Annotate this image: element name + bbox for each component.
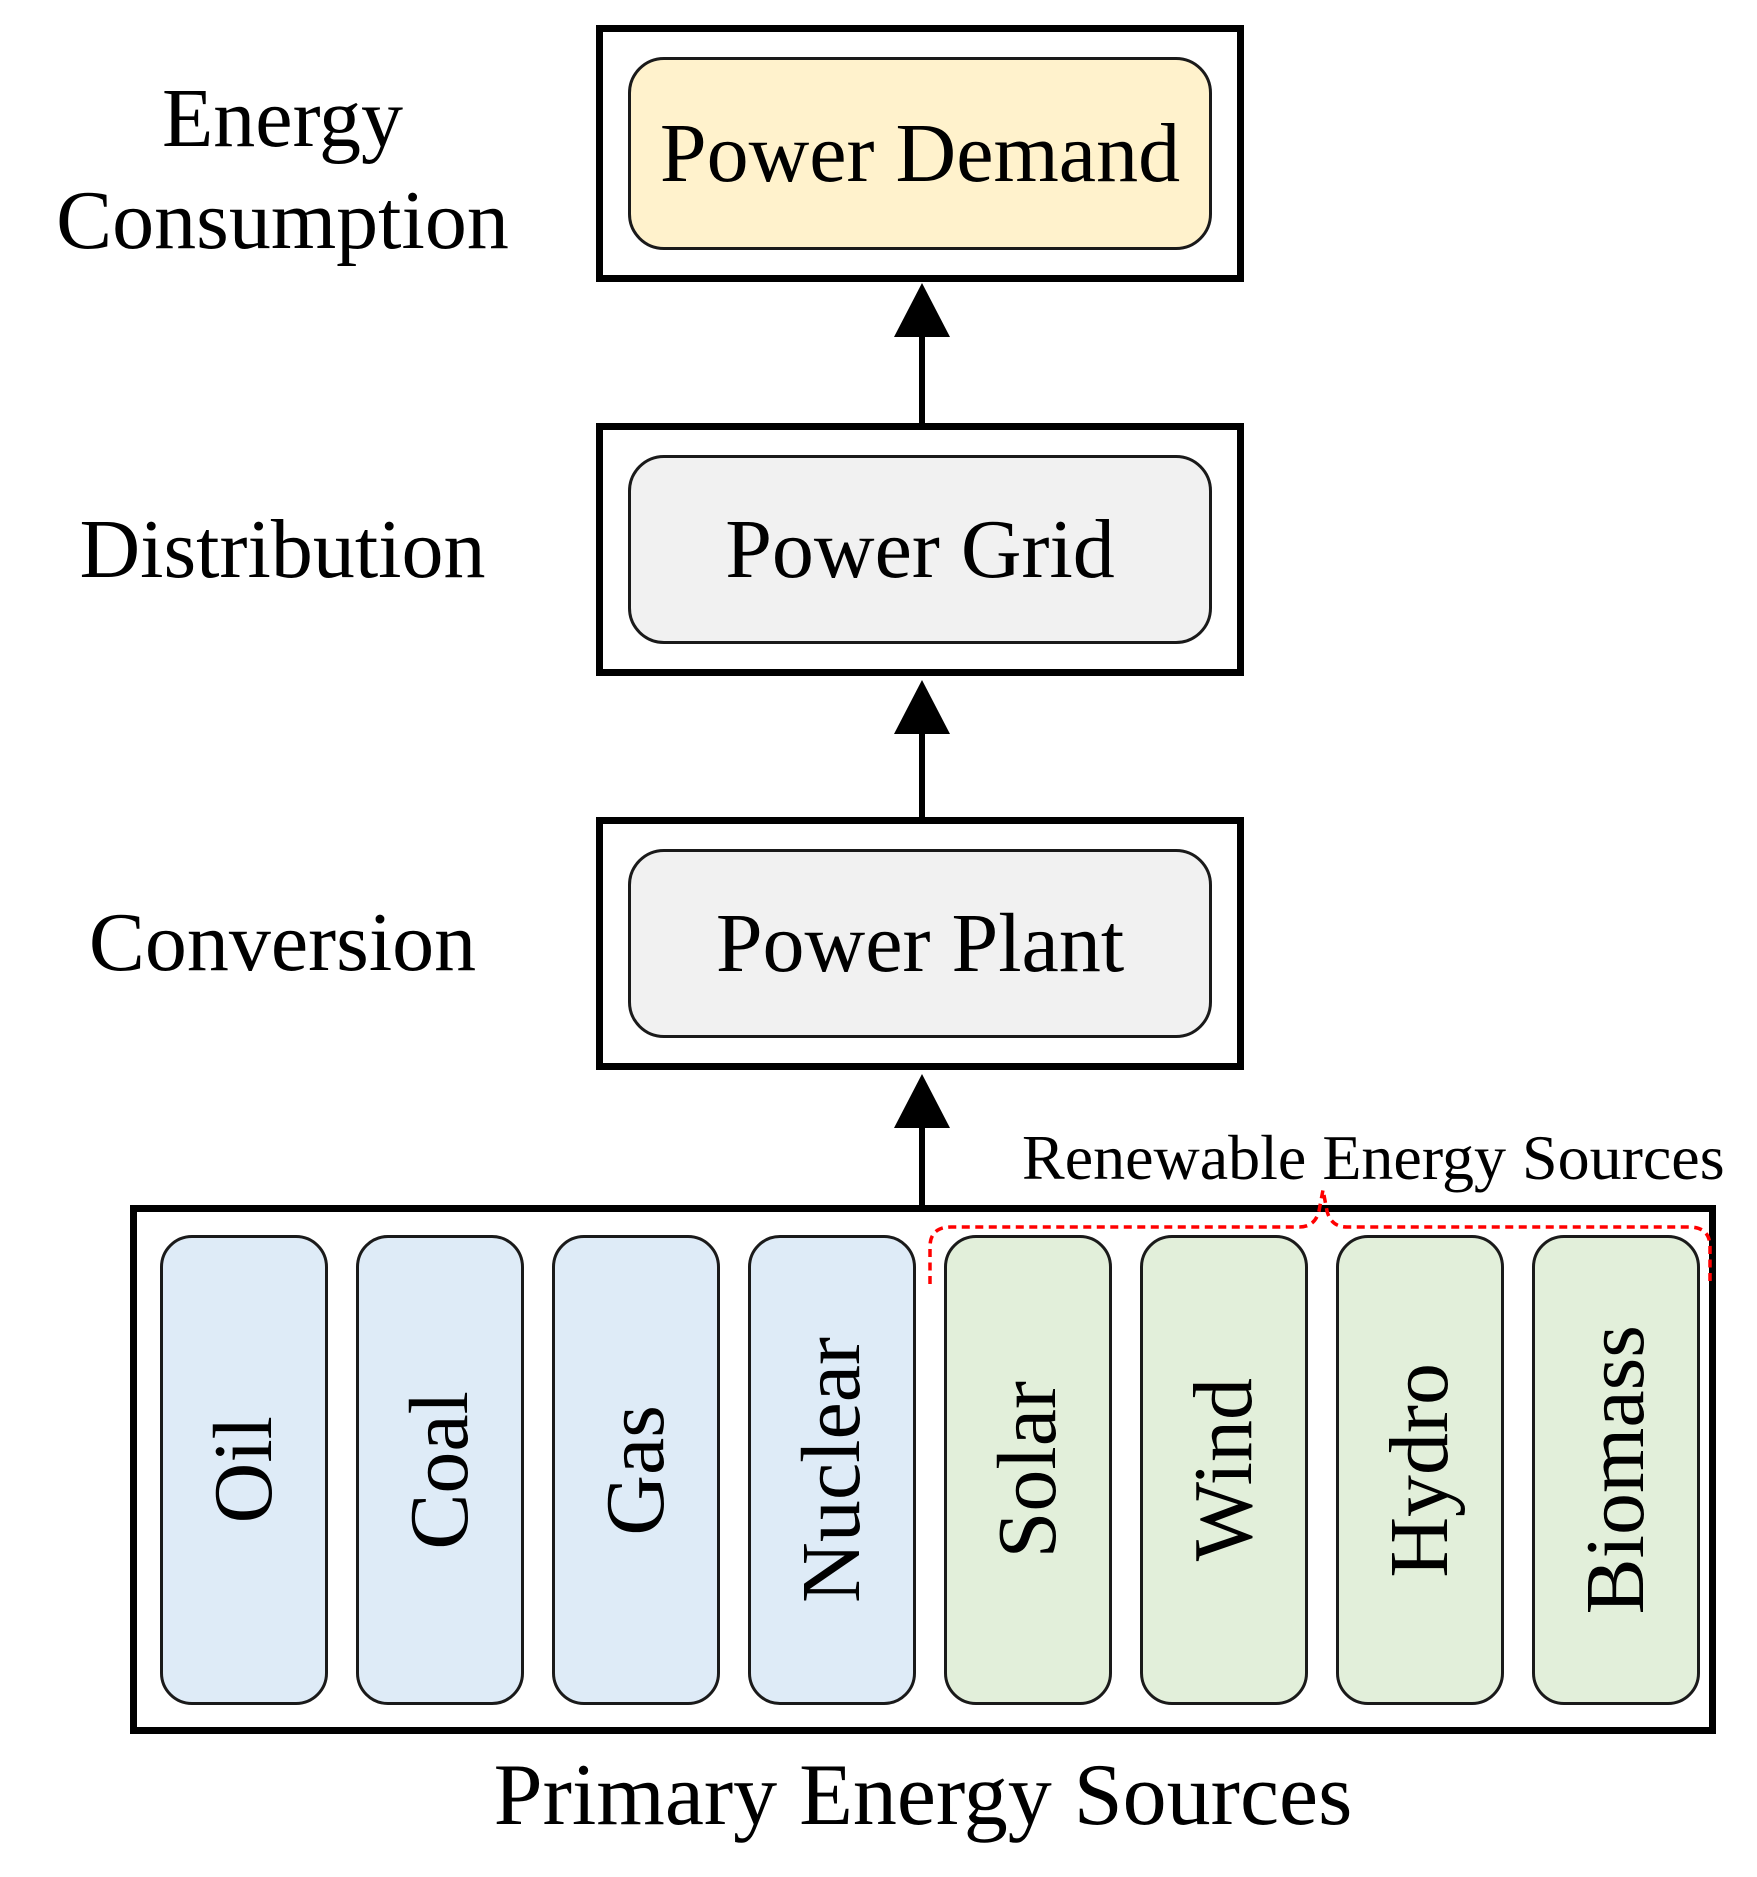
up-arrow-icon (894, 680, 950, 734)
source-box-gas: Gas (552, 1235, 720, 1705)
source-label: Solar (981, 1381, 1074, 1559)
arrow-grid-to-demand (919, 334, 925, 424)
renewable-sources-label: Renewable Energy Sources (1022, 1122, 1725, 1193)
node-power-demand: Power Demand (628, 57, 1212, 250)
up-arrow-icon (894, 283, 950, 337)
source-box-biomass: Biomass (1532, 1235, 1700, 1705)
source-label: Wind (1177, 1378, 1270, 1562)
source-box-hydro: Hydro (1336, 1235, 1504, 1705)
stage-box-distribution: Power Grid (596, 423, 1244, 676)
source-label: Biomass (1569, 1325, 1662, 1615)
stage-box-conversion: Power Plant (596, 817, 1244, 1070)
stage-label-energy-consumption: Energy Consumption (56, 71, 509, 267)
stage-label-conversion: Conversion (88, 895, 477, 989)
primary-sources-caption: Primary Energy Sources (493, 1747, 1353, 1844)
source-box-coal: Coal (356, 1235, 524, 1705)
stage-box-energy-consumption: Power Demand (596, 25, 1244, 282)
node-power-plant: Power Plant (628, 849, 1212, 1038)
source-label: Nuclear (785, 1337, 878, 1603)
node-power-grid: Power Grid (628, 455, 1212, 644)
arrow-sources-to-plant (919, 1125, 925, 1206)
stage-label-distribution: Distribution (79, 502, 486, 596)
up-arrow-icon (894, 1074, 950, 1128)
source-box-solar: Solar (944, 1235, 1112, 1705)
arrow-plant-to-grid (919, 731, 925, 818)
source-label: Oil (197, 1416, 290, 1524)
source-label: Gas (589, 1404, 682, 1536)
source-label: Hydro (1373, 1362, 1466, 1578)
source-box-nuclear: Nuclear (748, 1235, 916, 1705)
source-box-wind: Wind (1140, 1235, 1308, 1705)
source-box-oil: Oil (160, 1235, 328, 1705)
source-label: Coal (393, 1390, 486, 1550)
